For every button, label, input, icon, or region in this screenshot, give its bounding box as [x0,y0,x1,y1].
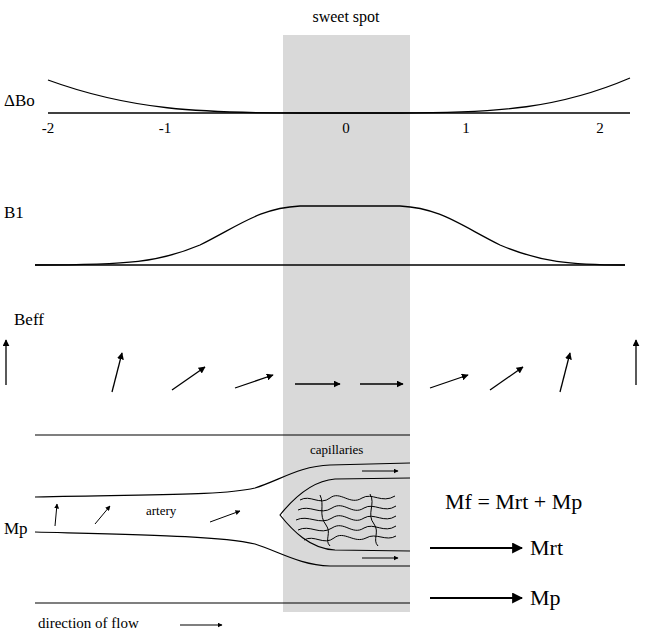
vessel-label: artery [146,504,176,518]
axis-number: -1 [159,120,172,137]
flow-arrows [55,471,398,558]
artery-walls [35,463,410,566]
axis-number: -2 [42,120,55,137]
region-line [35,602,410,603]
equation: Mf = Mrt + Mp [445,490,582,514]
axis-number: 0 [342,120,350,137]
flow-label: direction of flow [38,615,139,632]
vessel-label: capillaries [310,443,363,457]
capillary-bed [296,494,396,546]
magnetization-label: Mp [530,586,561,610]
axis-number: 1 [462,120,470,137]
region-line [35,434,410,435]
db0-curve [48,78,630,113]
axis-number: 2 [596,120,604,137]
flow-direction-arrow [180,624,222,625]
axis-label: B1 [4,204,24,223]
axis-label: Beff [14,311,44,330]
axis-label: Mp [4,520,28,539]
beff-arrows [6,340,636,392]
axis-line [35,264,625,265]
sweet-spot-band [283,35,410,612]
band-label: sweet spot [312,8,379,26]
magnetization-arrows [430,548,522,598]
axis-label: ΔBo [4,92,35,111]
magnetization-label: Mrt [530,536,563,560]
b1-curve [35,206,625,265]
